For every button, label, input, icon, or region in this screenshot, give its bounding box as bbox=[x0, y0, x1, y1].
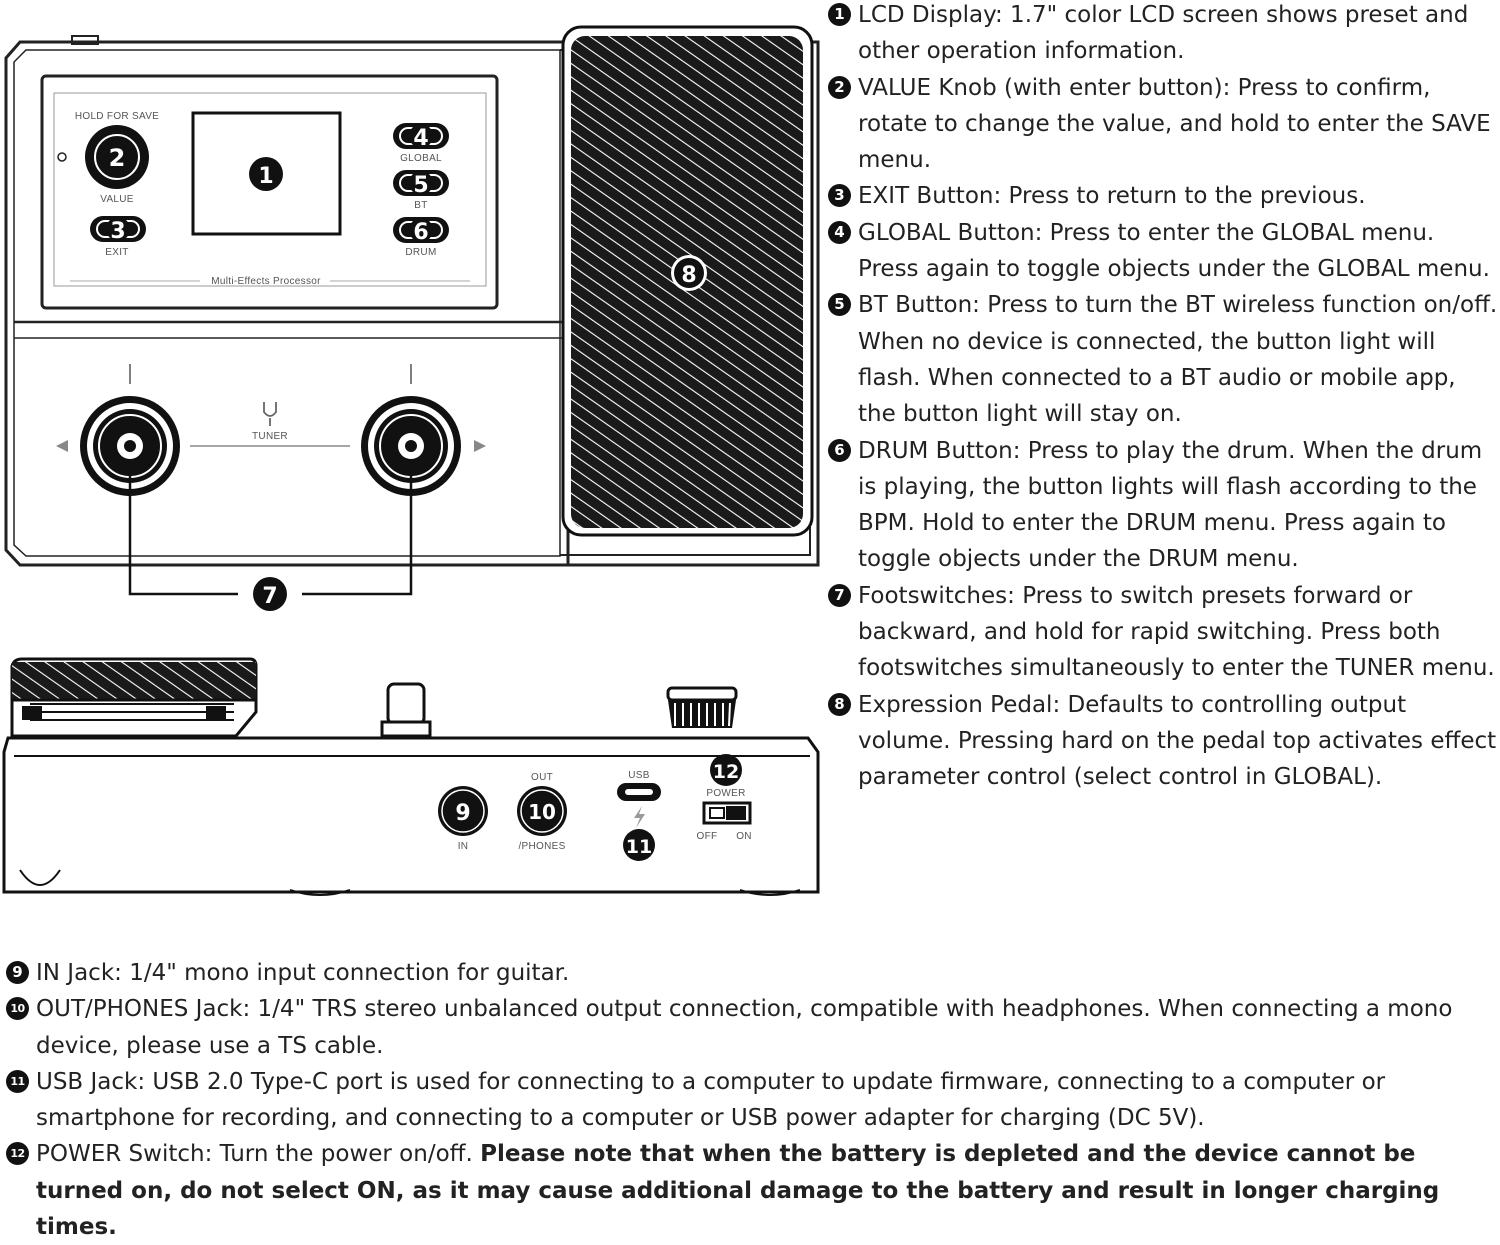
feature-text-3: EXIT Button: Press to return to the prev… bbox=[858, 183, 1366, 210]
badge-12: 12 bbox=[6, 1142, 29, 1166]
badge-5: 5 bbox=[828, 293, 851, 317]
badge-1: 1 bbox=[828, 3, 851, 26]
marker-8: 8 bbox=[681, 263, 696, 288]
connection-text-12: POWER Switch: Turn the power on/off. bbox=[36, 1141, 473, 1168]
value-label: VALUE bbox=[100, 194, 134, 205]
arrow-right-icon bbox=[474, 440, 486, 452]
top-view: HOLD FOR SAVE 2 VALUE 3 EXIT 1 4 GLOBAL bbox=[4, 25, 820, 611]
badge-8: 8 bbox=[828, 692, 851, 716]
feature-item-7: 7 Footswitches: Press to switch presets … bbox=[828, 578, 1500, 687]
connection-item-10: 10 OUT/PHONES Jack: 1/4" TRS stereo unba… bbox=[6, 991, 1500, 1064]
feature-text-6: DRUM Button: Press to play the drum. Whe… bbox=[858, 437, 1483, 573]
power-label: POWER bbox=[706, 788, 745, 799]
feature-item-4: 4 GLOBAL Button: Press to enter the GLOB… bbox=[828, 215, 1500, 288]
value-knob-side bbox=[666, 686, 738, 728]
badge-7: 7 bbox=[828, 583, 851, 607]
connection-text-9: IN Jack: 1/4" mono input connection for … bbox=[36, 960, 570, 986]
drum-button[interactable]: 6 bbox=[393, 217, 449, 245]
marker-10: 10 bbox=[528, 800, 556, 824]
feature-item-2: 2 VALUE Knob (with enter button): Press … bbox=[828, 70, 1500, 179]
value-knob[interactable]: 2 bbox=[85, 125, 149, 189]
feature-item-8: 8 Expression Pedal: Defaults to controll… bbox=[828, 687, 1500, 796]
usb-label: USB bbox=[628, 770, 649, 781]
connection-item-9: 9 IN Jack: 1/4" mono input connection fo… bbox=[6, 955, 1500, 991]
badge-9: 9 bbox=[6, 961, 29, 984]
marker-7: 7 bbox=[262, 584, 277, 609]
device-diagram: HOLD FOR SAVE 2 VALUE 3 EXIT 1 4 GLOBAL bbox=[2, 25, 820, 896]
footswitch-right[interactable] bbox=[361, 396, 461, 496]
global-label: GLOBAL bbox=[400, 153, 442, 164]
feature-item-3: 3 EXIT Button: Press to return to the pr… bbox=[828, 178, 1500, 214]
arrow-left-icon bbox=[56, 440, 68, 452]
badge-6: 6 bbox=[828, 438, 851, 462]
power-switch[interactable] bbox=[702, 801, 752, 825]
tuner-label: TUNER bbox=[252, 431, 288, 442]
feature-item-1: 1 LCD Display: 1.7" color LCD screen sho… bbox=[828, 0, 1500, 70]
top-tab bbox=[71, 35, 99, 45]
phones-label: /PHONES bbox=[518, 841, 565, 852]
hold-for-save-label: HOLD FOR SAVE bbox=[75, 111, 159, 122]
bt-button[interactable]: 5 bbox=[393, 170, 449, 198]
marker-1: 1 bbox=[258, 164, 273, 189]
badge-4: 4 bbox=[828, 220, 851, 244]
tuning-fork-icon bbox=[263, 402, 277, 426]
feature-item-5: 5 BT Button: Press to turn the BT wirele… bbox=[828, 287, 1500, 432]
feature-text-8: Expression Pedal: Defaults to controllin… bbox=[858, 691, 1497, 791]
marker-3: 3 bbox=[110, 219, 125, 244]
in-label: IN bbox=[458, 841, 469, 852]
feature-list: 1 LCD Display: 1.7" color LCD screen sho… bbox=[828, 0, 1500, 796]
footswitch-leader bbox=[128, 460, 413, 596]
marker-2: 2 bbox=[109, 144, 126, 172]
off-label: OFF bbox=[697, 831, 718, 842]
global-button[interactable]: 4 bbox=[393, 123, 449, 151]
marker-4: 4 bbox=[413, 126, 428, 151]
marker-12: 12 bbox=[713, 761, 739, 783]
marker-6: 6 bbox=[413, 220, 428, 245]
feature-text-2: VALUE Knob (with enter button): Press to… bbox=[858, 74, 1491, 174]
feature-text-4: GLOBAL Button: Press to enter the GLOBAL… bbox=[858, 219, 1490, 283]
badge-10: 10 bbox=[6, 997, 29, 1021]
out-label: OUT bbox=[531, 772, 553, 783]
connection-list: 9 IN Jack: 1/4" mono input connection fo… bbox=[6, 955, 1500, 1245]
marker-5: 5 bbox=[413, 173, 428, 198]
drum-label: DRUM bbox=[405, 247, 436, 258]
control-panel bbox=[40, 74, 499, 310]
feature-text-7: Footswitches: Press to switch presets fo… bbox=[858, 582, 1495, 682]
led-indicator bbox=[57, 152, 67, 162]
feature-item-6: 6 DRUM Button: Press to play the drum. W… bbox=[828, 433, 1500, 578]
badge-3: 3 bbox=[828, 184, 851, 208]
lightning-icon bbox=[634, 806, 645, 828]
control-panel-inner bbox=[53, 92, 487, 287]
feature-text-5: BT Button: Press to turn the BT wireless… bbox=[858, 292, 1498, 428]
connection-text-10: OUT/PHONES Jack: 1/4" TRS stereo unbalan… bbox=[36, 996, 1453, 1059]
badge-2: 2 bbox=[828, 75, 851, 99]
side-body bbox=[2, 736, 820, 894]
connection-item-11: 11 USB Jack: USB 2.0 Type-C port is used… bbox=[6, 1064, 1500, 1137]
marker-11: 11 bbox=[626, 836, 652, 858]
on-label: ON bbox=[736, 831, 752, 842]
processor-caption: Multi-Effects Processor bbox=[211, 276, 321, 287]
connection-text-11: USB Jack: USB 2.0 Type-C port is used fo… bbox=[36, 1068, 1386, 1132]
side-view: 9 IN OUT 10 /PHONES USB 11 12 POWER OFF … bbox=[2, 657, 820, 896]
badge-11: 11 bbox=[6, 1069, 29, 1093]
connection-item-12: 12 POWER Switch: Turn the power on/off. … bbox=[6, 1136, 1500, 1245]
out-phones-jack[interactable]: 10 bbox=[517, 786, 567, 836]
exit-label: EXIT bbox=[105, 247, 128, 258]
bt-label: BT bbox=[414, 200, 427, 211]
feature-text-1: LCD Display: 1.7" color LCD screen shows… bbox=[858, 2, 1469, 65]
exit-button[interactable]: 3 bbox=[90, 216, 146, 244]
footswitch-side bbox=[380, 682, 432, 738]
in-jack[interactable]: 9 bbox=[438, 786, 488, 836]
marker-9: 9 bbox=[455, 801, 470, 826]
